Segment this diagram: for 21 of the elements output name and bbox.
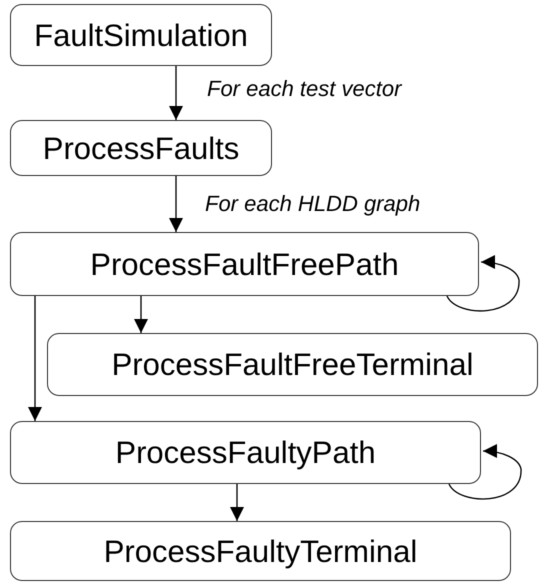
box-label: ProcessFaultyTerminal xyxy=(104,536,418,566)
edge-label: For each HLDD graph xyxy=(205,193,420,215)
edge-label: For each test vector xyxy=(207,78,402,100)
process-box xyxy=(10,4,272,66)
process-box xyxy=(47,333,538,396)
process-box xyxy=(10,521,511,581)
arrow xyxy=(169,66,183,120)
process-box xyxy=(10,120,272,176)
box-label: ProcessFaultFreeTerminal xyxy=(112,349,474,380)
arrow xyxy=(446,255,520,312)
arrow xyxy=(134,296,148,333)
box-label: ProcessFaults xyxy=(42,132,240,164)
box-label: FaultSimulation xyxy=(34,20,248,50)
process-box xyxy=(10,421,481,484)
box-label: ProcessFaultFreePath xyxy=(90,248,399,280)
arrow xyxy=(448,444,522,500)
box-label: ProcessFaultyPath xyxy=(115,437,376,468)
arrow xyxy=(230,484,244,521)
arrow xyxy=(169,176,183,232)
arrow xyxy=(28,296,42,421)
process-box xyxy=(10,232,479,296)
